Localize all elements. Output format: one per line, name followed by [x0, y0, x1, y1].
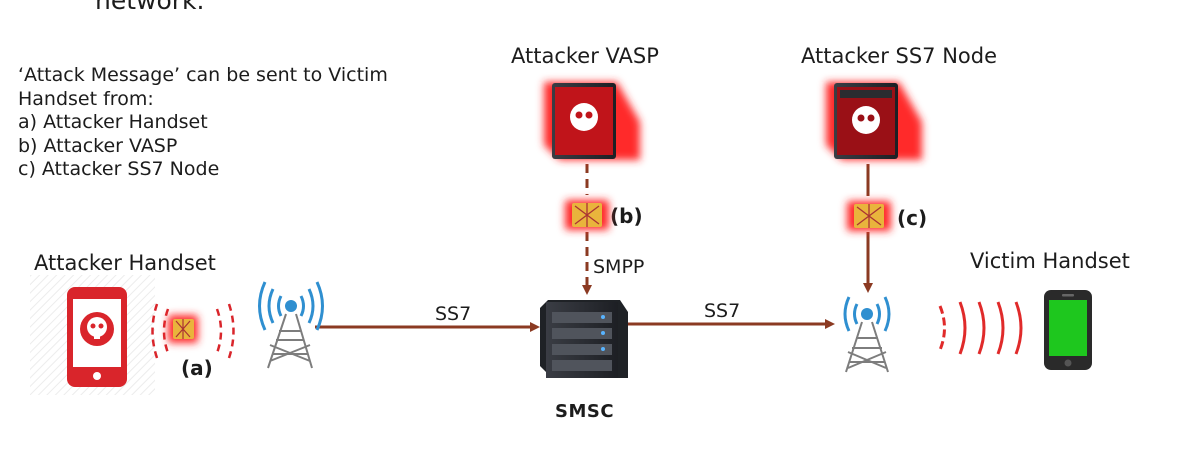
ss7-right-label: SS7: [704, 300, 741, 322]
attacker-handset-label: Attacker Handset: [34, 251, 216, 275]
intro-item-a: a) Attacker Handset: [18, 111, 208, 133]
victim-signal-waves: [938, 301, 1023, 355]
top-text-fragment: network.: [95, 0, 205, 15]
tag-c: (c): [897, 206, 928, 230]
attacker-vasp-label: Attacker VASP: [511, 44, 659, 68]
intro-line-2: Handset from:: [18, 87, 154, 110]
attacker-handset-icon: [30, 275, 155, 395]
smsc-label: SMSC: [555, 401, 615, 422]
sim-card-icon-c: [847, 201, 891, 231]
attacker-vasp-server-icon: [544, 82, 640, 160]
intro-item-c: c) Attacker SS7 Node: [18, 158, 220, 180]
smpp-label: SMPP: [593, 256, 645, 278]
ss7-left-label: SS7: [435, 303, 472, 325]
intro-line-1: ‘Attack Message’ can be sent to Victim: [18, 64, 388, 86]
cell-tower-icon-left: [258, 281, 324, 369]
intro-text: ‘Attack Message’ can be sent to Victim H…: [18, 64, 388, 182]
attacker-ss7-node-label: Attacker SS7 Node: [801, 44, 998, 68]
victim-handset-icon: [1044, 290, 1092, 370]
attacker-signal-waves: [151, 303, 235, 359]
victim-handset-label: Victim Handset: [970, 249, 1130, 273]
tag-b: (b): [610, 204, 643, 228]
cell-tower-icon-right: [843, 296, 891, 373]
sim-card-icon-b: [565, 200, 609, 230]
tag-a: (a): [181, 356, 213, 380]
intro-item-b: b) Attacker VASP: [18, 134, 178, 157]
smsc-server-icon: [540, 300, 628, 378]
sim-card-icon-a: [168, 315, 198, 343]
attacker-ss7-node-server-icon: [826, 82, 922, 160]
